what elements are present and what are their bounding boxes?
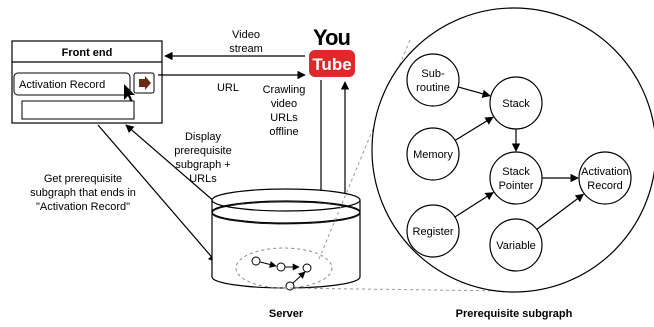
label-display-2: prerequisite xyxy=(174,145,231,157)
edge-subroutine-to-stack xyxy=(457,86,491,98)
subgraph-nodes: Sub-routineStackMemoryStackPointerActiva… xyxy=(406,53,632,272)
server-database xyxy=(211,188,361,291)
node-activation-record-circle xyxy=(578,151,632,205)
mini-subgraph xyxy=(251,256,312,291)
node-memory-label: Memory xyxy=(413,149,453,161)
node-subroutine: Sub-routine xyxy=(406,53,460,107)
node-subroutine-circle xyxy=(406,53,460,107)
label-crawling-2: video xyxy=(271,98,297,110)
label-display-4: URLs xyxy=(189,173,217,185)
node-register-label: Register xyxy=(413,226,454,238)
edge-variable-to-activation-record xyxy=(536,193,585,230)
frontend-title: Front end xyxy=(62,47,113,59)
node-subroutine-label: routine xyxy=(416,82,450,94)
activation-record-input-value: Activation Record xyxy=(19,79,105,91)
node-variable: Variable xyxy=(489,218,543,272)
label-get-3: "Activation Record" xyxy=(36,201,130,213)
activation-record-input[interactable] xyxy=(13,72,131,96)
label-url: URL xyxy=(217,82,239,94)
node-subroutine-label: Sub- xyxy=(421,68,445,80)
edge-register-to-stack-pointer xyxy=(454,192,494,218)
arrow-right-icon xyxy=(139,76,151,90)
youtube-logo-you: You xyxy=(313,25,350,50)
node-register-circle xyxy=(406,204,460,258)
node-memory-circle xyxy=(406,127,460,181)
node-memory: Memory xyxy=(406,127,460,181)
node-activation-record-label: Record xyxy=(587,180,622,192)
node-stack-pointer-label: Pointer xyxy=(499,180,534,192)
node-stack-pointer-circle xyxy=(489,151,543,205)
server-caption: Server xyxy=(269,308,304,320)
node-activation-record-label: Activation xyxy=(581,166,629,178)
node-variable-label: Variable xyxy=(496,240,536,252)
label-crawling-1: Crawling xyxy=(263,84,306,96)
label-display-3: subgraph + xyxy=(175,159,230,171)
label-video-stream-1: Video xyxy=(232,29,260,41)
node-stack-label: Stack xyxy=(502,98,530,110)
node-register: Register xyxy=(406,204,460,258)
arrow-get xyxy=(97,124,217,263)
label-video-stream-2: stream xyxy=(229,43,263,55)
zoom-line-bottom xyxy=(283,287,511,292)
cursor-icon xyxy=(124,84,135,103)
subgraph-caption: Prerequisite subgraph xyxy=(456,308,573,320)
label-get-1: Get prerequisite xyxy=(44,173,122,185)
frontend-window: Front end Activation Record xyxy=(11,40,163,124)
label-crawling-3: URLs xyxy=(270,112,298,124)
results-box xyxy=(21,100,135,120)
edge-memory-to-stack xyxy=(454,116,494,141)
label-get-2: subgraph that ends in xyxy=(30,187,136,199)
node-variable-circle xyxy=(489,218,543,272)
node-stack: Stack xyxy=(489,76,543,130)
label-display-1: Display xyxy=(185,131,222,143)
node-stack-pointer-label: Stack xyxy=(502,166,530,178)
subgraph-edges xyxy=(454,86,585,230)
node-stack-circle xyxy=(489,76,543,130)
label-crawling-4: offline xyxy=(269,126,298,138)
youtube-logo: You Tube xyxy=(309,25,355,77)
youtube-logo-tube: Tube xyxy=(312,55,351,74)
